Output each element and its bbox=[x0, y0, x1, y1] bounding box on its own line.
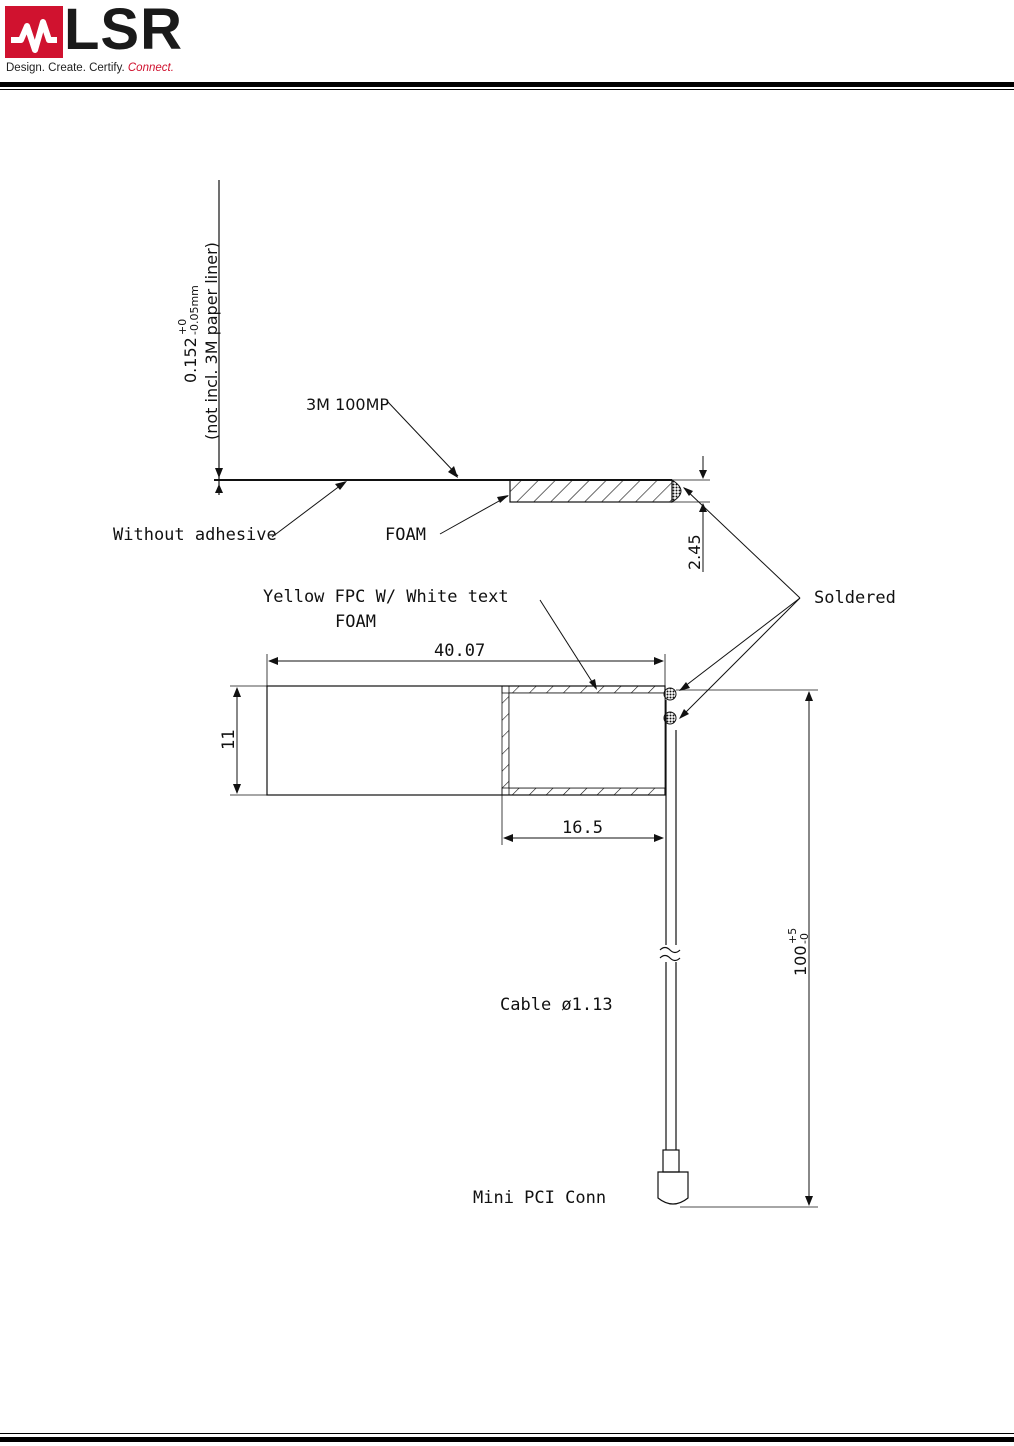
dim-foam-length: 16.5 bbox=[562, 818, 603, 838]
cable-break-icon bbox=[660, 948, 680, 961]
fpc-label-line2: FOAM bbox=[335, 612, 376, 632]
fpc-label-line1: Yellow FPC W/ White text bbox=[263, 587, 509, 607]
thickness-arrow-icon bbox=[215, 468, 223, 478]
thickness-value: 0.152 bbox=[181, 337, 200, 383]
foam-frame-left bbox=[502, 686, 509, 795]
without-adhesive-label: Without adhesive bbox=[113, 525, 277, 545]
foam-frame-top bbox=[502, 686, 665, 693]
adhesive-label: 3M 100MP bbox=[306, 395, 389, 414]
dim-width: 11 bbox=[219, 730, 239, 750]
foam-frame-bottom bbox=[502, 788, 665, 795]
connector-label: Mini PCI Conn bbox=[473, 1188, 606, 1208]
soldered-callout: Soldered bbox=[679, 487, 896, 719]
soldered-label: Soldered bbox=[814, 588, 896, 608]
thickness-arrow-bottom-icon bbox=[215, 484, 223, 493]
foam-block-side bbox=[510, 480, 672, 502]
top-view: Yellow FPC W/ White text FOAM 40.07 11 bbox=[219, 587, 818, 1208]
footer-rule-thin bbox=[0, 1433, 1014, 1434]
dim-length: 40.07 bbox=[434, 641, 485, 661]
foam-label-side: FOAM bbox=[385, 525, 426, 545]
footer-rule bbox=[0, 1437, 1014, 1442]
dim-cable-length: 100 bbox=[791, 945, 810, 976]
dim-cable-tol-minus: -0 bbox=[798, 933, 811, 944]
solder-point-1 bbox=[664, 688, 676, 700]
cable-label: Cable ø1.13 bbox=[500, 995, 613, 1015]
dim-height-side: 2.45 bbox=[685, 534, 704, 570]
side-view: 0.152 +0 -0.05mm (not incl. 3M paper lin… bbox=[113, 180, 710, 572]
connector-neck bbox=[663, 1150, 679, 1172]
solder-dome-side bbox=[672, 480, 681, 502]
mini-pci-connector bbox=[658, 1172, 688, 1204]
thickness-tol-minus: -0.05mm bbox=[188, 285, 201, 335]
thickness-note: (not incl. 3M paper liner) bbox=[202, 242, 221, 440]
